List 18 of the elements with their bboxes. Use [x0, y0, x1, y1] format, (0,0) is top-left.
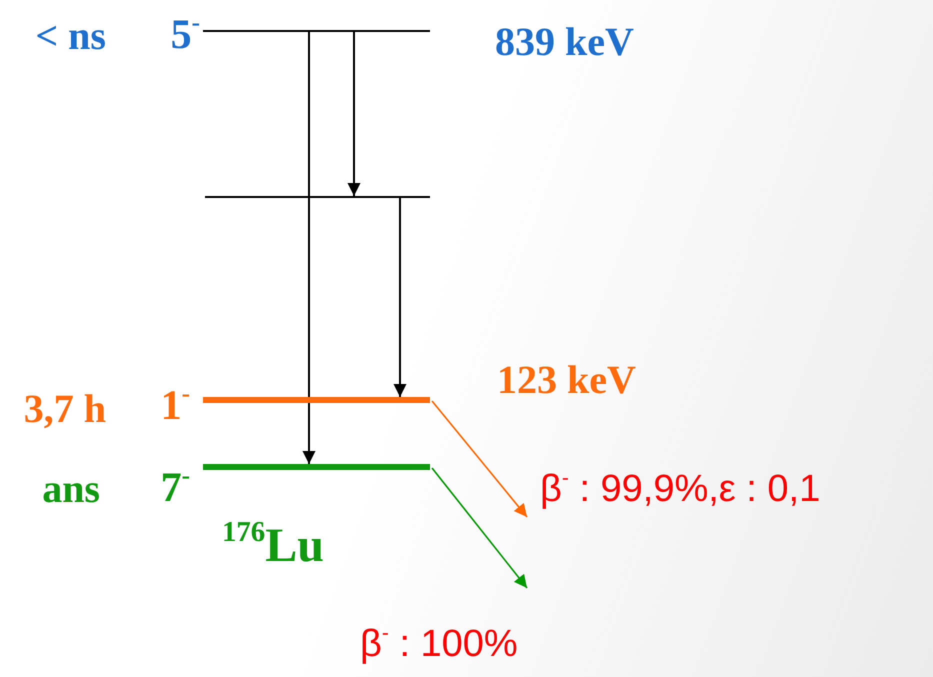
half-life-label: 3,7 h [24, 389, 106, 429]
spin-parity-label: 7$^{-}$ [160, 467, 190, 509]
half-life-label: < ns [35, 16, 106, 56]
arrow [348, 32, 360, 196]
energy-level-line [203, 30, 430, 32]
arrow [394, 198, 406, 397]
level-energy-label: 123 keV [497, 360, 636, 400]
decay-mode-label: β$^{-}$ : 99,9%,ε : 0,1 [540, 470, 820, 508]
spin-parity-label: 5$^{-}$ [170, 14, 200, 56]
arrow [431, 400, 528, 518]
half-life-label: ans [42, 469, 100, 509]
spin-parity-label: 1$^{-}$ [160, 385, 190, 427]
level-energy-label: $^{176}$Lu [222, 522, 324, 570]
decay-mode-label: β$^{-}$ : 100% [360, 625, 518, 663]
arrow [302, 32, 316, 464]
energy-level-line [205, 196, 430, 198]
arrow [431, 468, 528, 588]
level-energy-label: 839 keV [495, 22, 634, 62]
